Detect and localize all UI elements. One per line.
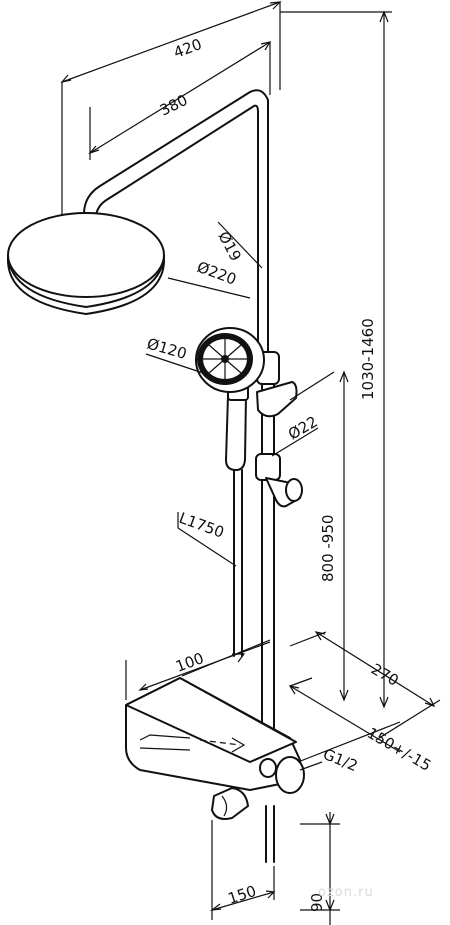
thermostat-mixer: [125, 677, 305, 863]
hose: [232, 469, 246, 663]
dimension-1030-1460: 1030-1460: [280, 10, 392, 709]
label-l1750: L1750: [177, 509, 227, 542]
dimension-420: 420: [60, 1, 282, 225]
overhead-shower: [7, 212, 165, 315]
shower-arm: [83, 89, 269, 356]
label-d120: Ø120: [145, 335, 189, 363]
hand-shower: [195, 327, 265, 471]
label-270: 270: [368, 660, 402, 690]
label-380: 380: [157, 91, 191, 120]
label-800-950: 800 -950: [319, 515, 337, 582]
slide-holder: [255, 351, 303, 508]
dimension-270: 270: [289, 631, 441, 741]
dimension-150: 150: [209, 820, 276, 920]
label-1030-1460: 1030-1460: [359, 318, 377, 400]
label-group-hose: L1750: [177, 509, 237, 567]
label-90: 90: [308, 893, 326, 912]
label-g12: G1/2: [321, 745, 361, 775]
label-group-thread: G1/2: [299, 745, 361, 775]
riser-pipe: [261, 359, 275, 761]
label-420: 420: [171, 35, 204, 62]
dimension-800-950: 800 -950: [289, 370, 349, 702]
watermark: ozon.ru: [318, 885, 374, 900]
label-group-d22: Ø22: [271, 412, 321, 457]
label-150: 150: [226, 882, 259, 908]
label-d22: Ø22: [285, 412, 321, 443]
label-150-var: 150+/-15: [364, 724, 434, 775]
dimension-90: 90: [300, 812, 340, 925]
label-100: 100: [173, 649, 206, 676]
